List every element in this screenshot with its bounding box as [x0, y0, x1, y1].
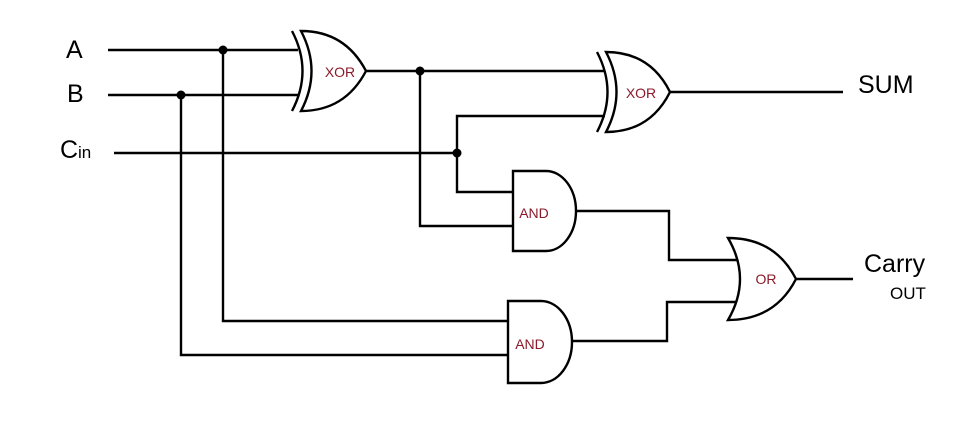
- wire-and2-to-or: [572, 300, 743, 343]
- output-sum-label: SUM: [858, 71, 914, 99]
- output-carry-subscript: OUT: [890, 284, 926, 303]
- xor-gate-2-label: XOR: [626, 85, 656, 101]
- input-cin-label: C: [60, 136, 78, 164]
- and-gate-1: AND: [511, 169, 578, 253]
- wire-xor1-to-and1: [418, 71, 513, 228]
- xor-gate-1: XOR: [290, 29, 368, 113]
- input-cin-subscript: in: [78, 143, 91, 162]
- and-gate-2-label: AND: [515, 336, 545, 352]
- junction-dot-a: [218, 45, 228, 55]
- xor-gate-2: XOR: [595, 50, 672, 134]
- or-gate: OR: [725, 236, 798, 322]
- output-carry-label: Carry: [864, 250, 926, 278]
- junction-dot-b: [176, 90, 186, 100]
- wire-cin-to-xor2: [455, 114, 605, 153]
- or-gate-label: OR: [756, 271, 777, 287]
- wire-and1-to-or: [576, 209, 743, 262]
- wire-a-to-and2: [221, 50, 510, 323]
- input-a-label: A: [66, 36, 83, 64]
- junction-dot-xor1: [415, 66, 425, 76]
- xor-gate-1-label: XOR: [325, 64, 355, 80]
- wire-b-to-and2: [179, 95, 510, 357]
- junction-dot-cin: [452, 148, 462, 158]
- wire-cin-to-and1: [455, 153, 513, 194]
- input-b-label: B: [67, 80, 84, 108]
- and-gate-2: AND: [506, 299, 574, 385]
- and-gate-1-label: AND: [519, 205, 549, 221]
